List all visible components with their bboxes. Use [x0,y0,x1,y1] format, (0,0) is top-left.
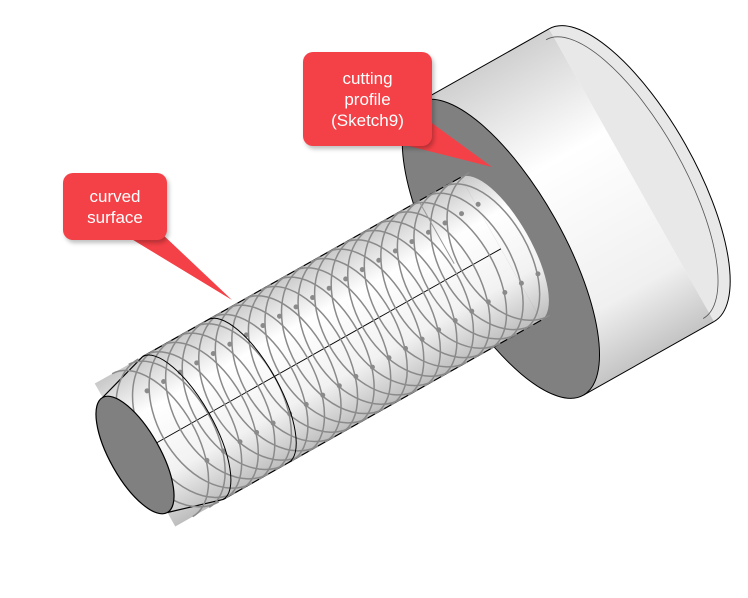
helix-curve [264,274,369,424]
helix-point [376,257,382,263]
callout-text: surface [87,207,143,227]
helix-point [442,220,448,226]
helix-point [359,267,365,273]
helix-point [276,313,282,319]
helix-point [210,351,216,357]
helix-curve [297,255,402,405]
curved-surface-pointer [120,232,232,300]
helix-curve [396,199,501,350]
helix-curve [178,332,276,480]
helix-curve [144,351,243,499]
helix-point [227,341,233,347]
helix-curve [326,248,425,397]
helix-curve [393,211,491,359]
helix-curve [260,285,359,434]
helix-curve [426,192,524,341]
tip-face [95,395,175,515]
cutting-profile-sketch [418,200,455,264]
callout-text: profile [344,89,391,109]
helix-point [425,229,431,235]
helix-curve [181,321,286,471]
helix-point [260,323,266,329]
helix-point [293,304,299,310]
helix-curve [380,209,485,359]
helix-curve [164,330,269,480]
callout-cutting-profile: cutting profile (Sketch9) [303,52,432,146]
helix-curve [231,293,336,443]
helix-curve [413,190,518,340]
helix-curve [214,302,319,452]
helix-point [535,271,541,277]
helix-curve [247,283,352,433]
helix-curve [343,239,442,387]
helix-curve [111,369,210,518]
helix-point [459,211,465,217]
helix-curve [360,229,458,378]
callout-text: curved [89,186,141,206]
helix-curve [128,360,226,508]
helix-point [144,388,150,394]
helix-curves [111,171,551,518]
helix-curve [198,311,302,461]
helix-point [194,360,200,366]
helix-point [392,248,398,254]
helix-curve [211,313,309,462]
helix-point [502,290,508,296]
helix-point [326,285,332,291]
helix-curve [376,220,475,369]
helix-curve [429,181,534,331]
helix-curve [161,341,259,490]
callout-text: (Sketch9) [331,110,404,130]
helix-curve [277,276,375,425]
helix-point [161,378,167,384]
helix-curve [330,237,435,387]
helix-curve [293,267,392,415]
helix-curve [442,183,541,331]
helix-point [475,201,481,207]
helix-point [310,295,316,301]
helix-curve [310,257,408,406]
callout-text: cutting [342,68,393,88]
helix-curve [446,171,551,322]
callout-curved-surface: curved surface [63,173,167,240]
helix-curve [148,339,253,489]
helix-curve [346,227,451,377]
helix-point [343,276,349,282]
helix-curve [244,295,342,443]
helix-curve [280,265,385,415]
screw-shank [94,171,551,527]
helix-point [518,280,524,286]
helix-curve [313,246,418,396]
helix-point [177,369,183,375]
helix-curve [363,218,468,368]
helix-curve [227,304,326,452]
helix-point [409,239,415,245]
